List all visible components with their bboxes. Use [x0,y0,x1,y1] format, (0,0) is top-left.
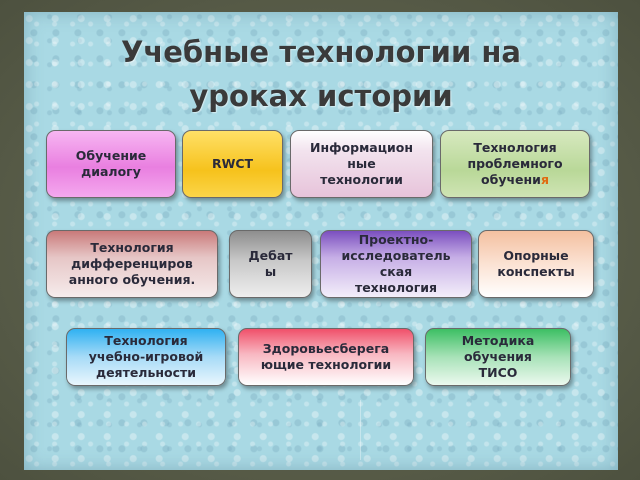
box-tiso-method: Методика обучения ТИСО [425,328,571,386]
slide-title: Учебные технологии на уроках истории [24,30,618,118]
box-reference-notes: Опорные конспекты [478,230,594,298]
box-rwct: RWCT [182,130,283,198]
box-problem-learning-tail: я [540,172,549,187]
box-information-technologies: Информацион ные технологии [290,130,433,198]
background-line [360,400,361,460]
box-health-saving: Здоровьесберега ющие технологии [238,328,414,386]
box-project-research: Проектно- исследователь ская технология [320,230,472,298]
box-problem-learning-main: Технология проблемного обучени [467,140,563,187]
box-problem-learning: Технология проблемного обучения [440,130,590,198]
slide-title-line2: уроках истории [189,79,453,113]
slide-title-line1: Учебные технологии на [120,35,521,69]
box-differentiated-learning: Технология дифференциров анного обучения… [46,230,218,298]
box-game-activity: Технология учебно-игровой деятельности [66,328,226,386]
box-dialogue-learning: Обучение диалогу [46,130,176,198]
box-debates: Дебат ы [229,230,312,298]
box-problem-learning-text: Технология проблемного обучения [467,140,562,188]
